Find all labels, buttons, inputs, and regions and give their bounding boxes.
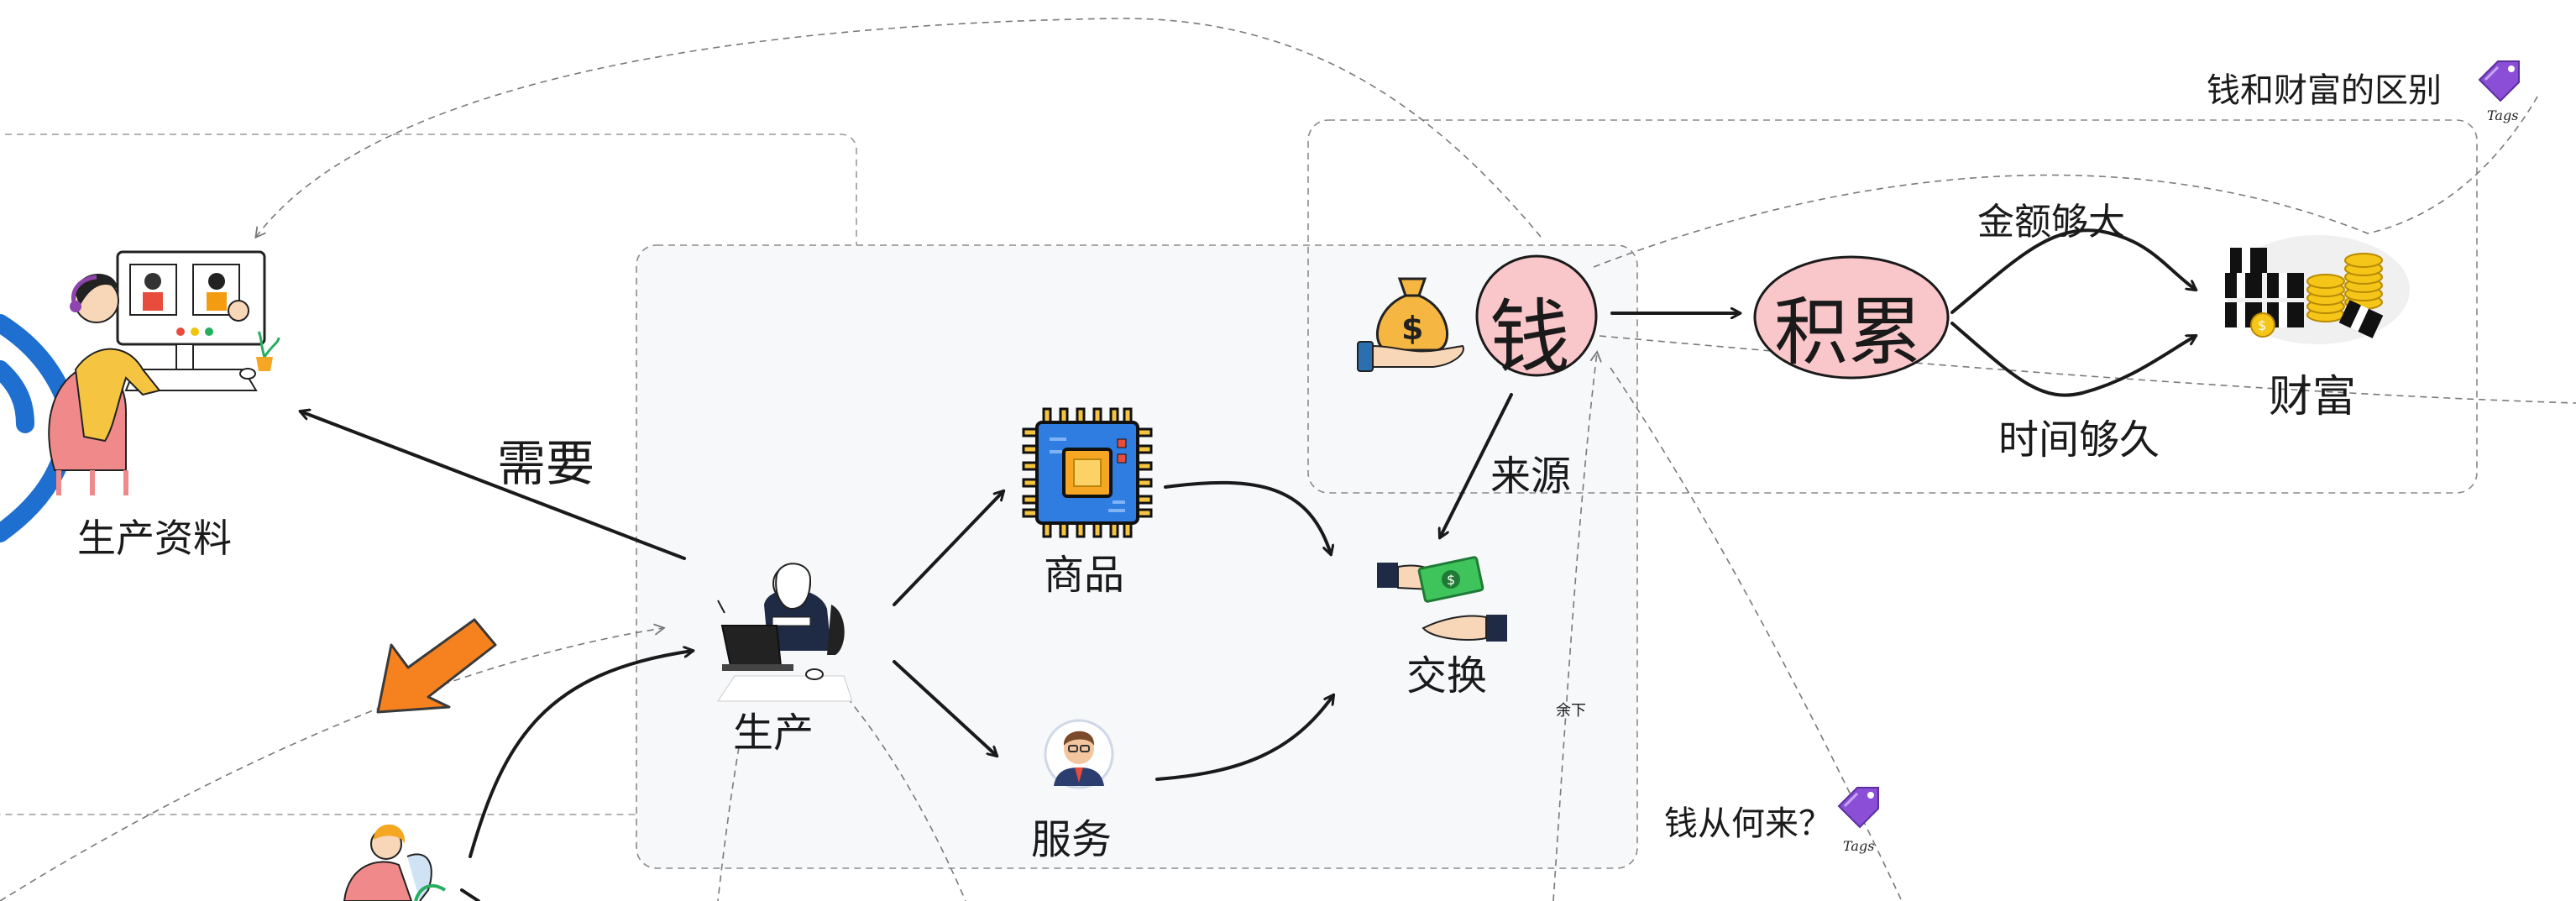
edge-label-long-time[interactable]: 时间够久: [1998, 416, 2160, 464]
node-production[interactable]: 生产: [733, 710, 814, 757]
tag-label: Tags: [1843, 838, 1875, 854]
arrow-goods-to-exchange[interactable]: [1164, 480, 1331, 554]
wealth-cash-coins-icon: $: [2225, 235, 2410, 344]
dashed-remaining-edge[interactable]: [1552, 350, 1602, 901]
businessman-avatar-icon: [1044, 719, 1114, 789]
tag-icon[interactable]: [2473, 55, 2523, 105]
orange-pointer-arrow[interactable]: [376, 618, 497, 714]
left-group-frame[interactable]: [0, 134, 857, 815]
relaxing-person-icon: [343, 824, 447, 901]
node-money[interactable]: 钱: [1490, 291, 1570, 385]
edge-label-source[interactable]: 来源: [1490, 453, 1572, 500]
node-accumulate[interactable]: 积累: [1774, 289, 1923, 375]
topic-where-money-comes-from[interactable]: 钱从何来？: [1664, 804, 1832, 843]
topic-money-vs-wealth[interactable]: 钱和财富的区别: [2207, 71, 2442, 110]
node-service[interactable]: 服务: [1031, 816, 1113, 863]
node-exchange[interactable]: 交换: [1406, 652, 1488, 699]
money-exchange-icon: $: [1377, 556, 1507, 642]
dashed-relation-curve[interactable]: [717, 746, 740, 901]
dashed-relation-curve[interactable]: [1593, 92, 2541, 268]
video-call-worker-icon: [48, 250, 280, 495]
node-wealth[interactable]: 财富: [2269, 372, 2357, 422]
dashed-relation-curve[interactable]: [1599, 335, 2576, 404]
dashed-relation-curve[interactable]: [839, 688, 966, 901]
node-goods[interactable]: 商品: [1044, 552, 1125, 599]
money-bag-hand-icon: $: [1357, 277, 1464, 372]
arrow-bottom-person-tail[interactable]: [460, 888, 480, 901]
cpu-chip-icon: [1022, 407, 1153, 538]
arrow-bottom-person-to-production[interactable]: [469, 651, 693, 858]
accumulate-ellipse[interactable]: [1753, 255, 1950, 380]
node-production-materials[interactable]: 生产资料: [77, 516, 232, 561]
svg-text:$: $: [2258, 317, 2266, 333]
svg-text:$: $: [1447, 572, 1455, 588]
arrow-production-to-service[interactable]: [893, 660, 997, 756]
dashed-relation-curve[interactable]: [254, 18, 1542, 239]
tag-icon[interactable]: [1832, 781, 1882, 831]
arrow-production-to-goods[interactable]: [893, 491, 1003, 606]
arrow-service-to-exchange[interactable]: [1155, 695, 1333, 781]
developer-laptop-icon: [717, 563, 852, 702]
svg-text:$: $: [1401, 310, 1423, 347]
money-circle[interactable]: [1475, 254, 1598, 377]
center-group-frame[interactable]: [636, 244, 1638, 869]
arrow-production-to-materials[interactable]: [301, 411, 686, 560]
arrow-accumulate-to-wealth-bottom[interactable]: [1950, 322, 2196, 397]
right-group-frame[interactable]: [1307, 119, 2478, 494]
edge-label-remaining[interactable]: 余下: [1556, 702, 1586, 720]
tag-label: Tags: [2487, 107, 2519, 123]
arrow-money-to-exchange[interactable]: [1440, 393, 1513, 537]
edge-label-need[interactable]: 需要: [497, 435, 595, 492]
edge-label-large-amount[interactable]: 金额够大: [1977, 201, 2125, 244]
arrow-accumulate-to-wealth-top[interactable]: [1950, 228, 2196, 314]
